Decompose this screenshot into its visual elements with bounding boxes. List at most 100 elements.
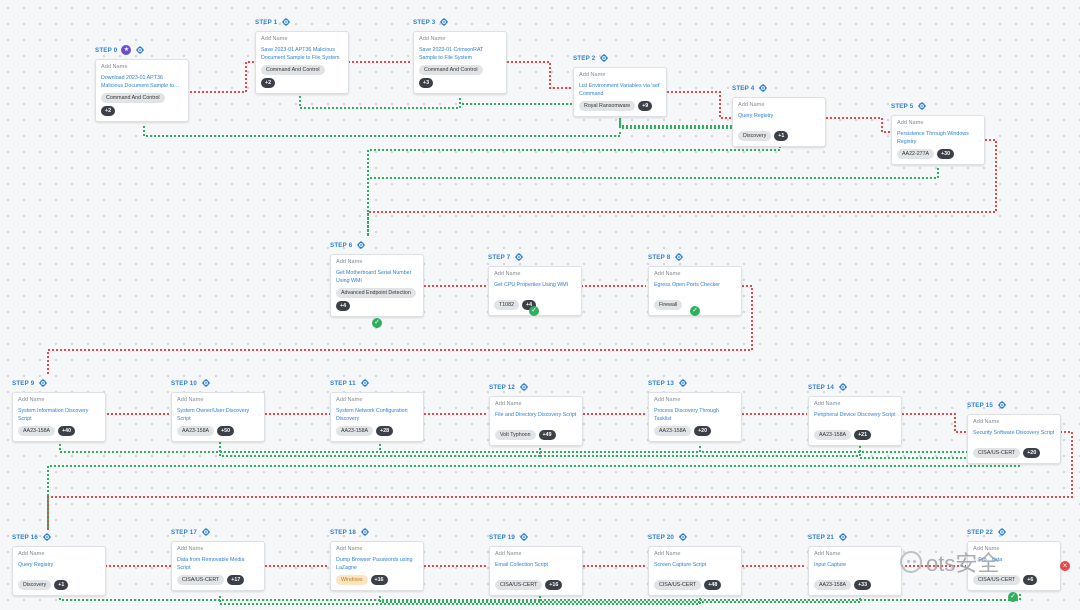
- step-card[interactable]: Add Name File and Directory Discovery Sc…: [489, 396, 583, 446]
- step-tag[interactable]: Command And Control: [261, 65, 325, 75]
- step-tag[interactable]: Discovery: [18, 580, 52, 590]
- step-title[interactable]: Get CPU Properties Using WMI: [494, 282, 569, 288]
- step-tag[interactable]: Royal Ransomware: [579, 101, 636, 111]
- gear-icon[interactable]: [43, 533, 52, 541]
- step-card[interactable]: Add Name Screen Capture Script CISA/US-C…: [648, 546, 742, 596]
- step-card[interactable]: Add Name Process Discovery Through Taskl…: [648, 392, 742, 442]
- add-name-field[interactable]: Add Name: [101, 64, 128, 70]
- close-icon[interactable]: ×: [1060, 561, 1070, 571]
- add-name-field[interactable]: Add Name: [814, 401, 841, 407]
- gear-icon[interactable]: [357, 241, 366, 249]
- gear-icon[interactable]: [282, 18, 291, 26]
- gear-icon[interactable]: [520, 383, 529, 391]
- step-tag[interactable]: AA23-158A: [18, 426, 56, 436]
- add-name-field[interactable]: Add Name: [336, 397, 363, 403]
- gear-icon[interactable]: [515, 253, 524, 261]
- more-tags-badge[interactable]: +28: [376, 426, 394, 436]
- step-21-node[interactable]: STEP 21 Add Name Input Capture AA23-158A…: [808, 530, 902, 596]
- gear-icon[interactable]: [520, 533, 529, 541]
- step-tag[interactable]: AA23-158A: [814, 430, 852, 440]
- step-14-node[interactable]: STEP 14 Add Name Peripheral Device Disco…: [808, 380, 902, 446]
- step-title[interactable]: Screen Capture Script: [654, 562, 707, 568]
- step-tag[interactable]: Firewall: [654, 300, 683, 310]
- step-title[interactable]: Download 2023-01 APT36 Malicious Documen…: [101, 75, 180, 89]
- step-card[interactable]: Add Name System Network Configuration Di…: [330, 392, 424, 442]
- step-tag[interactable]: Advanced Endpoint Detection: [336, 288, 416, 298]
- step-4-node[interactable]: STEP 4 Add Name Query Registry Discovery…: [732, 81, 826, 147]
- add-name-field[interactable]: Add Name: [495, 401, 522, 407]
- more-tags-badge[interactable]: +16: [370, 575, 388, 585]
- step-tag[interactable]: Volt Typhoon: [495, 430, 536, 440]
- step-title[interactable]: Email Collection Script: [495, 562, 548, 568]
- gear-icon[interactable]: [39, 379, 48, 387]
- more-tags-badge[interactable]: +20: [694, 426, 712, 436]
- step-card[interactable]: Add Name Dump Browser Passwords using La…: [330, 541, 424, 591]
- step-tag[interactable]: AA23-158A: [336, 426, 374, 436]
- more-tags-badge[interactable]: +48: [704, 580, 722, 590]
- more-tags-badge[interactable]: +21: [854, 430, 872, 440]
- more-tags-badge[interactable]: +2: [101, 106, 116, 116]
- step-9-node[interactable]: STEP 9 Add Name System Information Disco…: [12, 376, 106, 442]
- more-tags-badge[interactable]: +16: [545, 580, 563, 590]
- step-title[interactable]: Peripheral Device Discovery Script: [814, 412, 896, 418]
- gear-icon[interactable]: [759, 84, 768, 92]
- gear-icon[interactable]: [675, 253, 684, 261]
- more-tags-badge[interactable]: +4: [522, 300, 537, 310]
- step-card[interactable]: Add Name System Information Discovery Sc…: [12, 392, 106, 442]
- step-6-node[interactable]: STEP 6 Add Name Get Motherboard Serial N…: [330, 238, 424, 317]
- step-1-node[interactable]: STEP 1 Add Name Save 2023-01 APT36 Malic…: [255, 15, 349, 94]
- step-title[interactable]: Egress Open Ports Checker: [654, 282, 720, 288]
- add-name-field[interactable]: Add Name: [494, 271, 521, 277]
- step-20-node[interactable]: STEP 20 Add Name Screen Capture Script C…: [648, 530, 742, 596]
- step-card[interactable]: Add Name Download 2023-01 APT36 Maliciou…: [95, 59, 189, 122]
- gear-icon[interactable]: [136, 46, 145, 54]
- step-card[interactable]: Add Name Query Registry Discovery+1: [12, 546, 106, 596]
- step-tag[interactable]: T1082: [494, 300, 520, 310]
- step-card[interactable]: Add Name Save 2023-01 APT36 Malicious Do…: [255, 31, 349, 94]
- step-title[interactable]: System Network Configuration Discovery: [336, 408, 408, 422]
- step-card[interactable]: Add Name Save 2023-01 CrimsonRAT Sample …: [413, 31, 507, 94]
- step-tag[interactable]: CISA/US-CERT: [973, 448, 1021, 458]
- more-tags-badge[interactable]: +49: [538, 430, 556, 440]
- step-tag[interactable]: AA22-277A: [897, 149, 935, 159]
- step-5-node[interactable]: STEP 5 Add Name Persistence Through Wind…: [891, 99, 985, 165]
- add-name-field[interactable]: Add Name: [973, 546, 1000, 552]
- step-11-node[interactable]: STEP 11 Add Name System Network Configur…: [330, 376, 424, 442]
- gear-icon[interactable]: [679, 379, 688, 387]
- step-card[interactable]: Add Name Persistence Through Windows Reg…: [891, 115, 985, 165]
- add-name-field[interactable]: Add Name: [177, 397, 204, 403]
- step-title[interactable]: Save 2023-01 APT36 Malicious Document Sa…: [261, 47, 340, 61]
- step-card[interactable]: Add Name List Environment Variables via …: [573, 67, 667, 117]
- step-tag[interactable]: Command And Control: [101, 93, 165, 103]
- gear-icon[interactable]: [202, 379, 211, 387]
- more-tags-badge[interactable]: +6: [1023, 575, 1038, 585]
- gear-icon[interactable]: [679, 533, 688, 541]
- step-card[interactable]: Add Name Email Collection Script CISA/US…: [489, 546, 583, 596]
- add-name-field[interactable]: Add Name: [814, 551, 841, 557]
- step-title[interactable]: File and Directory Discovery Script: [495, 412, 577, 418]
- more-tags-badge[interactable]: +4: [336, 301, 351, 311]
- add-name-field[interactable]: Add Name: [654, 271, 681, 277]
- more-tags-badge[interactable]: +20: [1023, 448, 1041, 458]
- step-3-node[interactable]: STEP 3 Add Name Save 2023-01 CrimsonRAT …: [413, 15, 507, 94]
- more-tags-badge[interactable]: +3: [419, 78, 434, 88]
- step-18-node[interactable]: STEP 18 Add Name Dump Browser Passwords …: [330, 525, 424, 591]
- step-tag[interactable]: AA23-158A: [814, 580, 852, 590]
- step-card[interactable]: Add Name System Owner/User Discovery Scr…: [171, 392, 265, 442]
- add-name-field[interactable]: Add Name: [579, 72, 606, 78]
- add-name-field[interactable]: Add Name: [654, 397, 681, 403]
- step-tag[interactable]: CISA/US-CERT: [177, 575, 225, 585]
- step-tag[interactable]: AA23-158A: [654, 426, 692, 436]
- gear-icon[interactable]: [600, 54, 609, 62]
- step-card[interactable]: Add Name Query Registry Discovery+1: [732, 97, 826, 147]
- add-name-field[interactable]: Add Name: [18, 397, 45, 403]
- step-10-node[interactable]: STEP 10 Add Name System Owner/User Disco…: [171, 376, 265, 442]
- step-title[interactable]: Security Software Discovery Script: [973, 430, 1055, 436]
- step-15-node[interactable]: STEP 15 Add Name Security Software Disco…: [967, 398, 1061, 464]
- step-0-node[interactable]: STEP 0 ★ Add Name Download 2023-01 APT36…: [95, 43, 189, 122]
- gear-icon[interactable]: [839, 383, 848, 391]
- step-title[interactable]: Data from Removable Media Script: [177, 557, 245, 571]
- add-name-field[interactable]: Add Name: [419, 36, 446, 42]
- more-tags-badge[interactable]: +33: [854, 580, 872, 590]
- add-name-field[interactable]: Add Name: [973, 419, 1000, 425]
